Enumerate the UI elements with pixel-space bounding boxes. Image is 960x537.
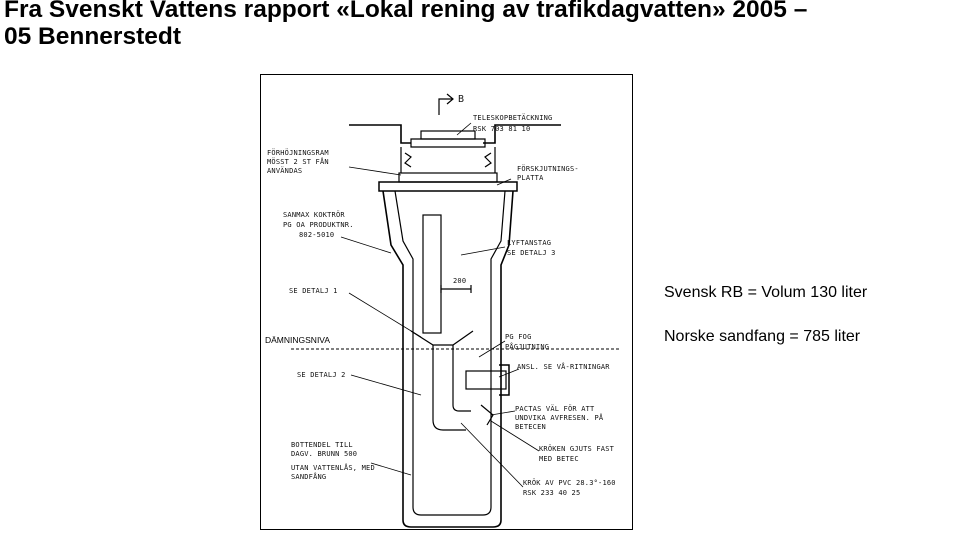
dimension-200 — [440, 285, 472, 293]
leader-bottendel — [370, 462, 412, 476]
label-pacta-2: UNDVIKA AVFRESEN. PÅ — [515, 413, 604, 422]
outlet-collar — [499, 364, 510, 396]
drawing-frame: B TELESKOPBETÄCKNING RSK 703 81 10 FÖRHÖ… — [260, 74, 633, 530]
label-kroken-2: MED BETEC — [539, 455, 579, 463]
section-arrow-head — [446, 93, 454, 105]
label-sanmax-3: 802-5010 — [299, 231, 334, 239]
label-pacta-3: BETECEN — [515, 423, 546, 431]
riser-pipe — [422, 214, 442, 334]
leader-detalj2 — [350, 374, 422, 396]
title-line-1: Fra Svenskt Vattens rapport «Lokal renin… — [4, 0, 808, 23]
leader-forhojning — [348, 166, 402, 176]
trap-pipe-left — [432, 345, 466, 431]
ground-line-right — [483, 124, 561, 144]
label-bottendel-4: SANDFÅNG — [291, 472, 326, 481]
chamber-outer-wall — [382, 190, 514, 528]
section-arrow — [438, 98, 453, 115]
leader-forskjut — [496, 178, 512, 186]
leader-sanmax — [340, 236, 392, 254]
leader-detalj1 — [348, 292, 422, 338]
leader-lyft — [460, 246, 506, 256]
label-anslutning: ANSL. SE VÅ-RITNINGAR — [517, 362, 610, 371]
label-pgfog-2: PÅGJUTNING — [505, 342, 549, 351]
leader-krok — [460, 422, 524, 488]
note-norwegian-volume: Norske sandfang = 785 liter — [664, 328, 861, 345]
label-damningsniva: DÄMNINGSNIVA — [265, 335, 330, 345]
title-line-2: 05 Bennerstedt — [4, 23, 182, 50]
funnel-top — [410, 330, 474, 346]
label-forhojning-3: ANVÄNDAS — [267, 166, 302, 175]
label-detalj1: SE DETALJ 1 — [289, 287, 338, 295]
label-forhojning-2: MÖSST 2 ST FÅN — [267, 157, 329, 166]
label-bottendel-2: DAGV. BRUNN 500 — [291, 450, 357, 458]
label-forhojning-1: FÖRHÖJNINGSRAM — [267, 148, 329, 157]
well-section-drawing: B TELESKOPBETÄCKNING RSK 703 81 10 FÖRHÖ… — [265, 93, 621, 528]
telescopic-cover — [420, 130, 476, 140]
label-krok-1: KRÖK AV PVC 28.3°-160 — [523, 478, 616, 487]
note-swedish-volume: Svensk RB = Volum 130 liter — [664, 284, 868, 301]
label-teleskop: TELESKOPBETÄCKNING — [473, 113, 552, 122]
label-forskjut-2: PLATTA — [517, 174, 544, 182]
section-mark: B — [458, 94, 464, 105]
cover-frame — [410, 138, 486, 148]
ground-line-left — [349, 124, 411, 144]
leader-ansl — [498, 368, 520, 378]
label-bottendel-1: BOTTENDEL TILL — [291, 441, 353, 449]
leader-pgfog — [478, 340, 506, 358]
page-title: Fra Svenskt Vattens rapport «Lokal renin… — [4, 0, 807, 50]
raising-ring-seals — [404, 152, 492, 168]
label-kroken-1: KRÖKEN GJUTS FAST — [539, 444, 615, 453]
label-lyft-2: SE DETALJ 3 — [507, 249, 556, 257]
outlet-pipe — [465, 370, 507, 390]
label-krok-2: RSK 233 40 25 — [523, 489, 580, 497]
label-dim-200: 200 — [453, 277, 466, 285]
label-lyft-1: LYFTANSTAG — [507, 239, 551, 247]
label-sanmax-1: SANMAX KOKTRÖR — [283, 210, 345, 219]
label-forskjut-1: FÖRSKJUTNINGS- — [517, 164, 579, 173]
trap-pipe-right — [452, 345, 471, 412]
label-rsk-top: RSK 703 81 10 — [473, 125, 530, 133]
raising-ring-sides — [400, 147, 496, 173]
shifting-plate — [378, 181, 518, 192]
label-detalj2: SE DETALJ 2 — [297, 371, 346, 379]
leader-pacta — [490, 410, 516, 416]
leader-teleskop — [456, 122, 472, 136]
leader-kroken — [490, 420, 540, 452]
label-sanmax-2: PG OA PRODUKTNR. — [283, 221, 354, 229]
raising-ring-plate — [398, 172, 498, 183]
label-bottendel-3: UTAN VATTENLÅS, MED — [291, 463, 375, 472]
label-pacta-1: PACTAS VÄL FÖR ATT — [515, 404, 595, 413]
label-pgfog-1: PG FOG — [505, 333, 532, 341]
chamber-inner-wall — [394, 190, 506, 516]
